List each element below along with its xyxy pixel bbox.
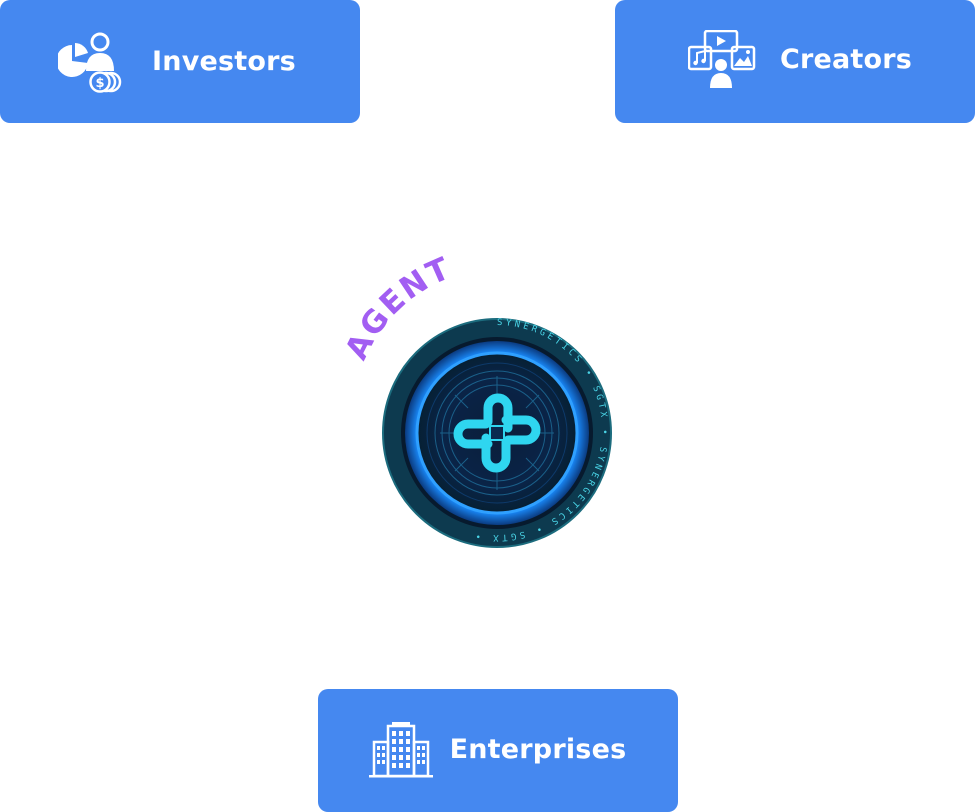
investors-label: Investors bbox=[152, 46, 296, 77]
creators-label: Creators bbox=[779, 44, 913, 75]
enterprises-label: Enterprises bbox=[449, 734, 627, 765]
enterprise-building-icon bbox=[368, 720, 434, 780]
central-coin: AGENT SYNERGETICS • SGTX • SYNERGETICS •… bbox=[338, 250, 650, 570]
investors-card[interactable]: $ Investors bbox=[0, 0, 360, 123]
investor-icon: $ bbox=[58, 31, 122, 93]
sgtx-logo-icon bbox=[453, 393, 541, 473]
svg-text:$: $ bbox=[96, 76, 105, 91]
creators-card[interactable]: Creators bbox=[615, 0, 975, 123]
creator-media-icon bbox=[687, 29, 756, 90]
enterprises-card[interactable]: Enterprises bbox=[318, 689, 678, 812]
